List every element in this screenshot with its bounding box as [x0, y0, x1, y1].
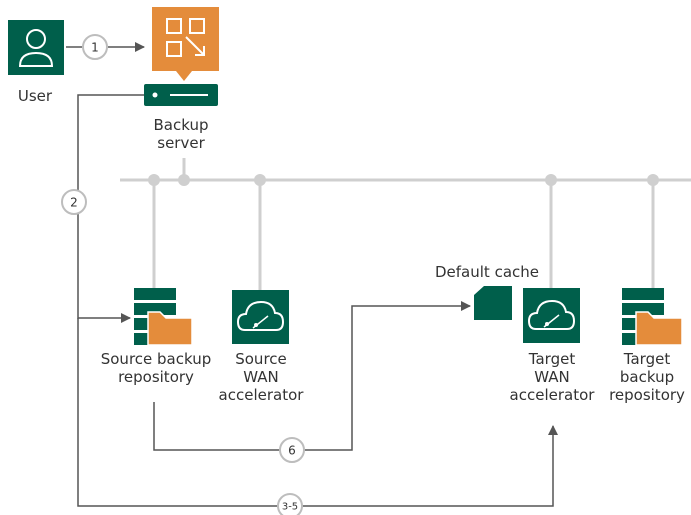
backup-server-label: Backup server	[153, 116, 209, 152]
backup-server-icon	[144, 7, 219, 106]
target-wan-label: Target WAN accelerator	[509, 350, 595, 404]
target-repository-label: Target backup repository	[609, 350, 685, 404]
svg-text:2: 2	[70, 196, 78, 210]
flow-step-2	[77, 94, 144, 323]
source-repository-label: Source backup repository	[100, 350, 212, 386]
step-badge-6: 6	[279, 437, 305, 463]
target-wan-accelerator-icon	[523, 288, 580, 343]
step-badge-3-5: 3-5	[277, 493, 303, 515]
svg-text:6: 6	[288, 444, 296, 458]
flow-step-3-5	[77, 318, 558, 507]
svg-text:1: 1	[91, 41, 99, 55]
default-cache-label: Default cache	[435, 263, 539, 281]
source-repository-icon	[134, 288, 193, 346]
svg-text:3-5: 3-5	[282, 502, 298, 513]
default-cache-icon	[474, 286, 512, 320]
step-badge-1: 1	[82, 34, 108, 60]
source-wan-label: Source WAN accelerator	[218, 350, 304, 404]
flow-step-6	[153, 301, 471, 451]
network-bus	[120, 158, 691, 292]
step-badge-2: 2	[61, 189, 87, 215]
user-icon	[8, 20, 64, 75]
user-label: User	[17, 87, 53, 105]
target-repository-icon	[622, 288, 683, 346]
source-wan-accelerator-icon	[232, 290, 289, 344]
